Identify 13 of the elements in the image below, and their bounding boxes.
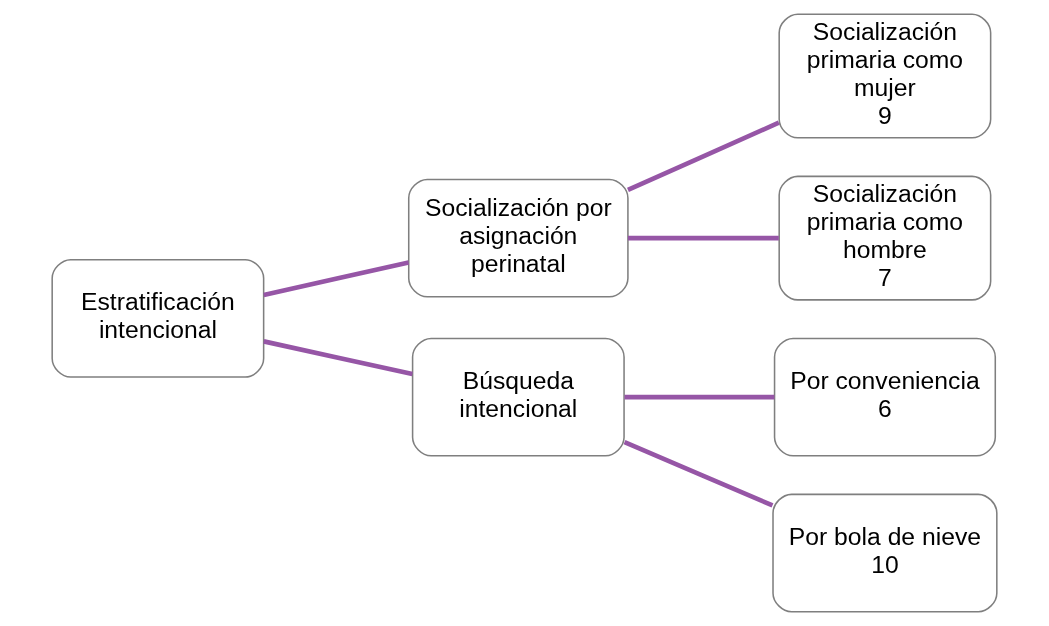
node-box: Socialización por asignación perinatal: [407, 178, 629, 298]
connector: [624, 394, 775, 400]
node-box: Por conveniencia 6: [773, 337, 997, 457]
node-box: Socialización primaria como hombre 7: [778, 175, 992, 301]
connector: [263, 339, 413, 377]
node-box: Socialización primaria como mujer 9: [778, 13, 992, 139]
connector: [627, 120, 780, 193]
node-box: Por bola de nieve 10: [772, 493, 998, 613]
connector: [623, 439, 774, 508]
node-box: Búsqueda intencional: [411, 337, 625, 457]
connector: [263, 260, 410, 298]
connector: [627, 235, 779, 241]
node-box: Estratificación intencional: [51, 259, 265, 378]
